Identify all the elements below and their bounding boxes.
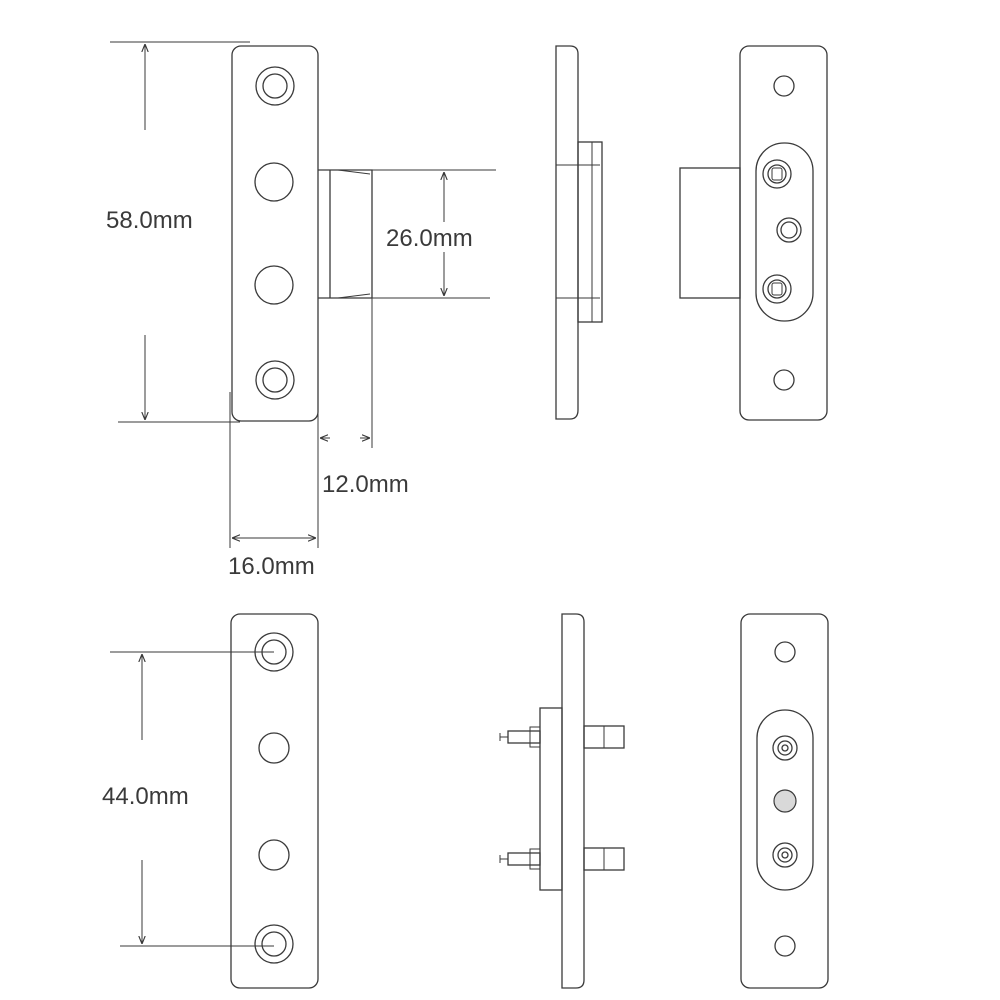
back-plate [739,45,828,421]
view-back-bottom [740,613,829,989]
screw-hole [258,732,290,764]
screw-hole [774,935,796,957]
pin-end-inner [781,851,789,859]
bolt-outer [762,274,792,304]
pin-end-mid [777,740,793,756]
screw-hole [258,839,290,871]
countersunk-hole-inner [262,367,288,393]
dim-label-16: 16.0mm [228,553,315,580]
countersunk-hole-outer [254,924,294,964]
slot-recess [755,142,814,322]
bolt-outer [762,159,792,189]
pivot-outer [776,217,802,243]
bolt-inner [767,279,787,299]
pin-end-outer [772,735,798,761]
view-back-top [679,45,828,421]
pin-left [507,852,541,866]
pin-collar [529,848,541,870]
view-side-top [555,45,603,420]
countersunk-hole-inner [261,931,287,957]
pin-end-inner [781,744,789,752]
view-front-top [231,45,373,422]
side-plate [555,45,579,420]
dim-height-total: 58.0mm [106,41,250,423]
pivot-shaded [773,789,797,813]
dim-label-58: 58.0mm [106,207,193,234]
screw-hole [773,75,795,97]
dim-hole-spacing: 44.0mm [102,651,274,947]
dim-plate-width: 16.0mm [228,392,319,580]
side-boss [577,141,603,323]
hinge-plate [230,613,319,989]
pin-taper [337,169,371,299]
dim-pin-depth: 12.0mm [317,298,409,498]
screw-hole [774,641,796,663]
dim-pin-height: 26.0mm [372,169,496,299]
screw-hole [773,369,795,391]
pin-left [507,730,541,744]
screw-hole [254,265,294,305]
side-boss [539,707,563,891]
pivot-inner [780,221,798,239]
view-front-bottom [230,613,319,989]
bolt-head-icon [771,167,783,181]
back-plate [740,613,829,989]
pin-block [318,169,373,299]
view-side-bottom [499,613,625,989]
dim-label-12: 12.0mm [322,471,409,498]
countersunk-hole-outer [255,360,295,400]
dim-label-26: 26.0mm [386,225,473,252]
pin-end-outer [772,842,798,868]
slot-recess [756,709,814,891]
pin-end-mid [777,847,793,863]
bolt-head-icon [771,282,783,296]
side-plate [561,613,585,989]
pin-collar [529,726,541,748]
screw-hole [254,162,294,202]
countersunk-hole-inner [262,73,288,99]
pin-block [679,167,741,299]
countersunk-hole-outer [255,66,295,106]
bolt-inner [767,164,787,184]
hinge-plate [231,45,319,422]
dim-label-44: 44.0mm [102,783,189,810]
